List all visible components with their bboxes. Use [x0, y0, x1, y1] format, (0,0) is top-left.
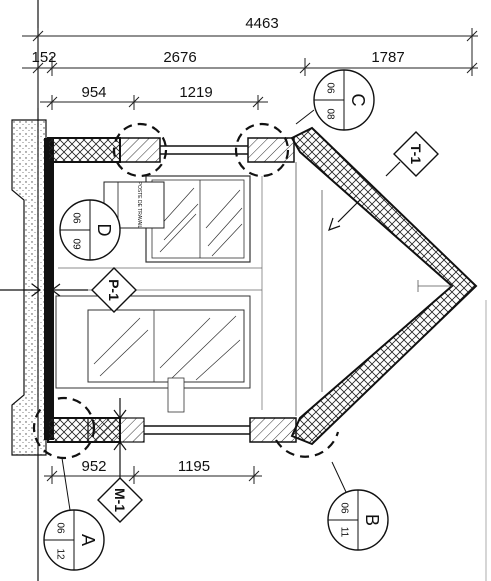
section-arrows [0, 161, 401, 480]
svg-text:08: 08 [325, 108, 336, 120]
bottom-wall-post [87, 417, 145, 443]
dimension-top-sub-1: 954 [81, 84, 106, 101]
svg-text:06: 06 [339, 502, 350, 514]
dimension-left-small: 152 [31, 49, 56, 66]
bottom-wall-right-post [249, 417, 297, 443]
workstation-note: POSTE DE TRAVAIL [136, 182, 142, 229]
svg-text:M-1: M-1 [112, 488, 128, 512]
svg-text:D: D [94, 224, 114, 237]
svg-text:11: 11 [339, 527, 350, 538]
left-wall [44, 138, 54, 440]
dimension-overall: 4463 [245, 15, 278, 32]
tag-t1: T-1 [393, 131, 439, 177]
svg-text:A: A [78, 534, 98, 546]
callout-c: C 06 08 [313, 69, 375, 131]
dimension-bottom-sub-1: 952 [81, 458, 106, 475]
elevation-door-lower [55, 295, 251, 389]
top-wall-left [47, 137, 121, 163]
tag-m1: M-1 [97, 477, 143, 523]
svg-text:09: 09 [71, 238, 82, 250]
svg-text:06: 06 [71, 212, 82, 224]
bottom-note-box [167, 377, 185, 413]
dimension-lines-bottom [44, 466, 262, 484]
tag-p1: P-1 [91, 267, 137, 313]
svg-text:C: C [348, 94, 368, 107]
existing-wall [11, 119, 47, 456]
svg-text:P-1: P-1 [106, 279, 122, 301]
interior-lines [295, 162, 452, 416]
top-wall-post [119, 137, 161, 163]
dimension-lines-top [22, 28, 478, 110]
callout-a: A 06 12 [43, 509, 105, 571]
callout-b: B 06 11 [327, 489, 389, 551]
dimension-bottom-sub-2: 1195 [178, 458, 210, 475]
dimension-middle: 2676 [163, 49, 196, 66]
detail-circles [32, 122, 340, 460]
svg-text:06: 06 [55, 522, 66, 534]
svg-text:T-1: T-1 [408, 144, 424, 164]
svg-text:06: 06 [325, 82, 336, 94]
dimension-right: 1787 [371, 49, 404, 66]
dimension-top-sub-2: 1219 [179, 84, 212, 101]
svg-text:B: B [362, 514, 382, 526]
svg-text:12: 12 [55, 548, 66, 560]
callout-d: D 06 09 [59, 199, 121, 261]
